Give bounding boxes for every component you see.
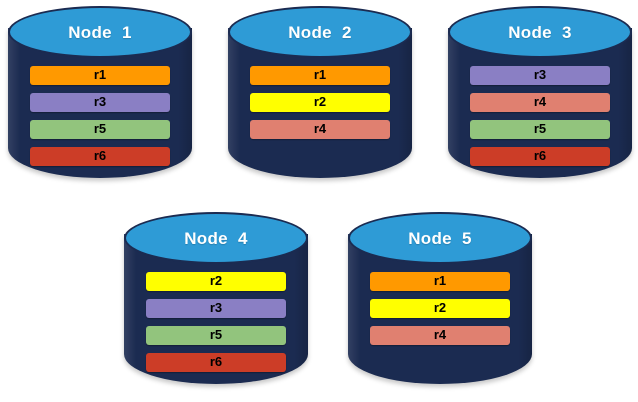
record-label: r4	[433, 327, 447, 342]
record-bar[interactable]: r5	[470, 120, 610, 139]
node-label: Node 5	[408, 229, 472, 248]
node-label: Node 2	[288, 23, 352, 42]
record-label: r5	[209, 327, 223, 342]
record-bar[interactable]: r3	[470, 66, 610, 85]
record-bar[interactable]: r2	[146, 272, 286, 291]
record-label: r5	[93, 121, 107, 136]
record-label: r1	[93, 67, 107, 82]
record-bar[interactable]: r1	[30, 66, 170, 85]
record-list: r3 r4 r5 r6	[470, 66, 610, 174]
record-label: r1	[313, 67, 327, 82]
record-bar[interactable]: r6	[470, 147, 610, 166]
record-label: r1	[433, 273, 447, 288]
record-list: r1 r2 r4	[370, 272, 510, 353]
record-list: r1 r2 r4	[250, 66, 390, 147]
record-bar[interactable]: r6	[30, 147, 170, 166]
record-bar[interactable]: r6	[146, 353, 286, 372]
database-node-1[interactable]: Node 1 r1 r3 r5 r6	[8, 6, 192, 184]
record-bar[interactable]: r1	[370, 272, 510, 291]
record-list: r1 r3 r5 r6	[30, 66, 170, 174]
record-label: r2	[433, 300, 447, 315]
record-bar[interactable]: r5	[30, 120, 170, 139]
database-node-3[interactable]: Node 3 r3 r4 r5 r6	[448, 6, 632, 184]
record-bar[interactable]: r2	[250, 93, 390, 112]
database-node-4[interactable]: Node 4 r2 r3 r5 r6	[124, 212, 308, 390]
record-label: r6	[93, 148, 107, 163]
cylinder-top-ellipse: Node 5	[348, 212, 532, 264]
node-label: Node 3	[508, 23, 572, 42]
cylinder-top-ellipse: Node 1	[8, 6, 192, 58]
record-label: r3	[209, 300, 223, 315]
cylinder-top-ellipse: Node 2	[228, 6, 412, 58]
record-label: r5	[533, 121, 547, 136]
record-bar[interactable]: r5	[146, 326, 286, 345]
record-label: r6	[533, 148, 547, 163]
record-bar[interactable]: r1	[250, 66, 390, 85]
database-node-2[interactable]: Node 2 r1 r2 r4	[228, 6, 412, 184]
record-bar[interactable]: r4	[370, 326, 510, 345]
record-bar[interactable]: r3	[30, 93, 170, 112]
record-label: r2	[313, 94, 327, 109]
node-label: Node 4	[184, 229, 248, 248]
record-label: r3	[93, 94, 107, 109]
record-label: r6	[209, 354, 223, 369]
record-label: r3	[533, 67, 547, 82]
cylinder-top-ellipse: Node 4	[124, 212, 308, 264]
record-bar[interactable]: r4	[250, 120, 390, 139]
record-label: r4	[313, 121, 327, 136]
database-node-5[interactable]: Node 5 r1 r2 r4	[348, 212, 532, 390]
node-label: Node 1	[68, 23, 132, 42]
record-list: r2 r3 r5 r6	[146, 272, 286, 380]
record-label: r4	[533, 94, 547, 109]
record-bar[interactable]: r3	[146, 299, 286, 318]
cylinder-top-ellipse: Node 3	[448, 6, 632, 58]
record-bar[interactable]: r4	[470, 93, 610, 112]
record-bar[interactable]: r2	[370, 299, 510, 318]
record-label: r2	[209, 273, 223, 288]
